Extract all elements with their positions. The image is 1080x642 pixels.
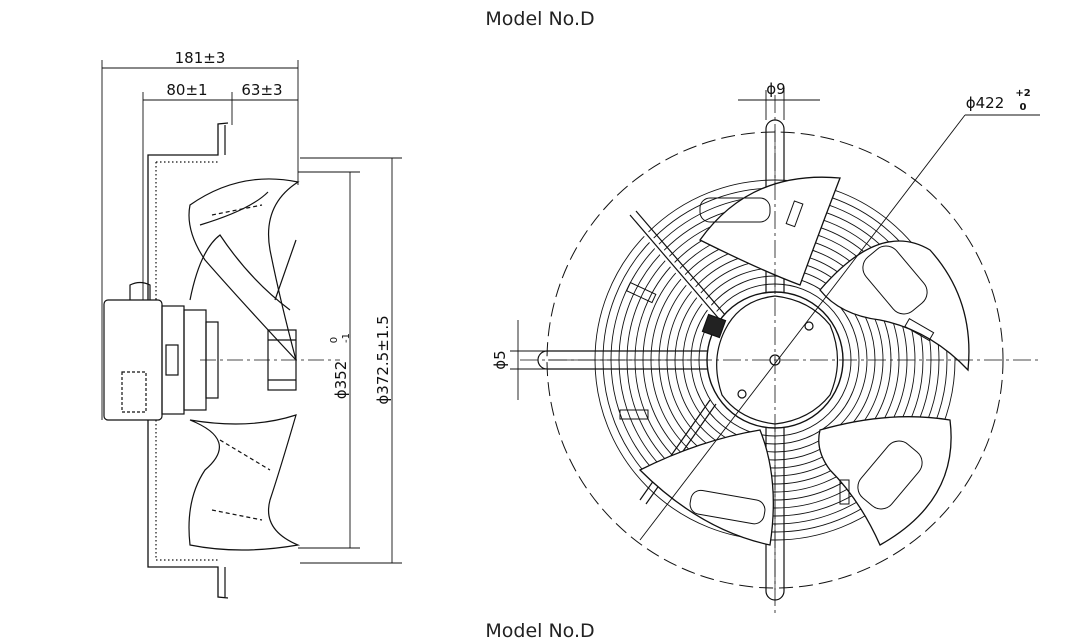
front-blades (638, 176, 970, 546)
dim-blade-diameter-tol-upper: 0 (329, 337, 340, 343)
dim-blade-diameter-main: ϕ352 (332, 361, 350, 400)
dimension-lines-top (101, 60, 299, 420)
side-blades (188, 178, 301, 551)
dim-hole: ϕ5 (491, 350, 509, 369)
dim-hole-text: ϕ5 (491, 350, 509, 369)
drawing-title-bottom: Model No.D (485, 620, 595, 642)
dim-guard-outer-diameter: ϕ422 (966, 94, 1005, 112)
side-view (101, 60, 402, 599)
front-dimension-leaders (510, 90, 1040, 541)
drawing-title: Model No.D (485, 8, 595, 30)
front-view (510, 90, 1040, 615)
dim-overall-length: 181±3 (175, 49, 226, 67)
dim-blade-depth: 63±3 (241, 81, 282, 99)
dim-guard-diameter: ϕ372.5±1.5 (374, 315, 392, 404)
dim-motor-offset: 80±1 (166, 81, 207, 99)
blade-slots (619, 197, 935, 525)
guard-frame (147, 122, 229, 599)
motor-body (103, 281, 219, 421)
dim-guard-outer-tol-upper: +2 (1015, 88, 1030, 99)
dim-blade-diameter: ϕ352 0 -1 (329, 333, 352, 399)
dim-guard-outer-tol-lower: 0 (1020, 102, 1027, 113)
dim-slot-width: ϕ9 (766, 80, 785, 98)
dimension-lines-vertical (298, 157, 402, 564)
dim-guard-diameter-text: ϕ372.5±1.5 (374, 315, 392, 404)
dim-blade-diameter-tol-lower: -1 (341, 333, 352, 343)
